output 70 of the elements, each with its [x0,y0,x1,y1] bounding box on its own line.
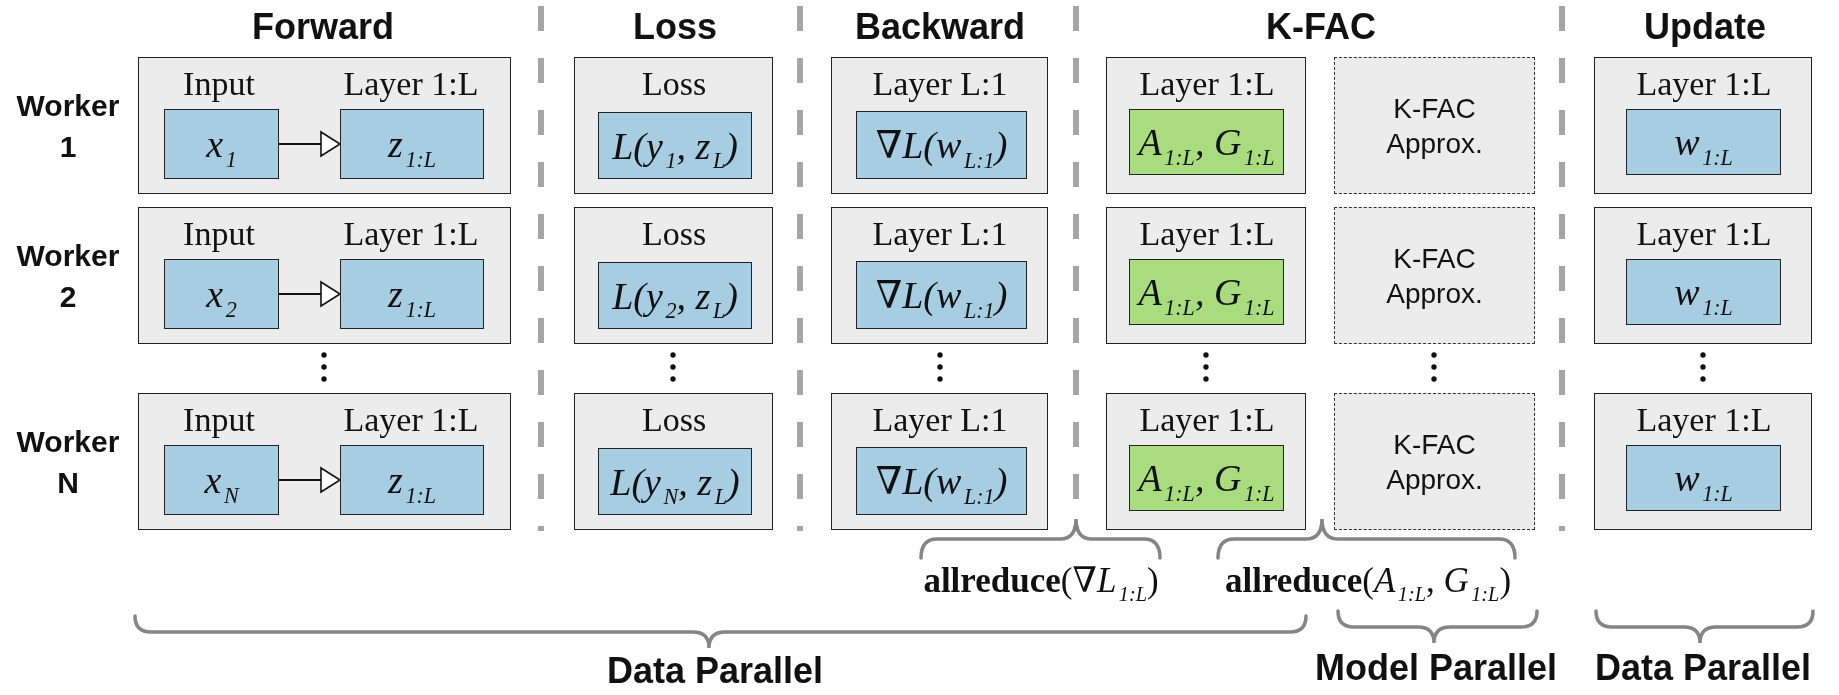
formula-box: w$_{1:L}$ [1626,259,1781,325]
panel-heading: Layer 1:L [1636,67,1772,101]
panel-heading: Layer 1:L [1139,217,1275,251]
panel-heading: Input [183,403,255,437]
panel-heading: Loss [641,67,707,101]
stage-panel [574,57,773,194]
panel-heading: Layer L:1 [872,67,1008,101]
panel-heading: Layer 1:L [1636,403,1772,437]
stage-panel [1594,57,1812,194]
formula-box: z$_{1:L}$ [340,445,484,515]
formula-box: A$_{1:L}$, G$_{1:L}$ [1129,259,1284,325]
panel-heading: Layer L:1 [872,217,1008,251]
stage-panel [138,207,511,344]
panel-heading: Layer 1:L [343,217,479,251]
stage-panel [574,207,773,344]
formula-box: w$_{1:L}$ [1626,109,1781,175]
formula-box: x$_{1}$ [164,109,279,179]
formula-box: ∇L(w$_{L:1}$) [856,111,1027,179]
panel-heading: Loss [641,403,707,437]
formula-box: z$_{1:L}$ [340,259,484,329]
formula-box: z$_{1:L}$ [340,109,484,179]
panel-heading: Loss [641,217,707,251]
stage-panel [831,393,1048,530]
worker-label: Worker 2 [16,238,120,315]
panel-heading: Layer 1:L [1139,403,1275,437]
panel-heading: Layer 1:L [343,403,479,437]
formula-box: x$_{2}$ [164,259,279,329]
arrow [278,131,341,157]
parallelism-label: Data Parallel [606,650,824,692]
operation-label: allreduce(∇L$_{1:L}$) [923,560,1159,602]
column-heading: Backward [854,6,1026,48]
arrow [278,467,341,493]
column-heading: Update [1644,6,1766,48]
formula-box: w$_{1:L}$ [1626,445,1781,511]
formula-box: L(y$_{2}$, z$_{L}$) [598,262,752,329]
panel-heading: Layer 1:L [1636,217,1772,251]
column-heading: Loss [633,6,717,48]
formula-box: L(y$_{1}$, z$_{L}$) [598,112,752,179]
stage-panel [1106,57,1306,194]
formula-box: ∇L(w$_{L:1}$) [856,261,1027,329]
arrow [278,281,341,307]
stage-panel [138,393,511,530]
approximation-box: K-FAC Approx. [1334,57,1535,194]
stage-panel [831,207,1048,344]
stage-panel [1594,207,1812,344]
worker-label: Worker 1 [16,88,120,165]
approximation-box: K-FAC Approx. [1334,207,1535,344]
formula-box: x$_{N}$ [164,445,279,515]
panel-heading: Layer L:1 [872,403,1008,437]
stage-panel [138,57,511,194]
panel-heading: Input [183,67,255,101]
approximation-box: K-FAC Approx. [1334,393,1535,530]
column-heading: K-FAC [1266,6,1376,48]
panel-heading: Input [183,217,255,251]
operation-label: allreduce(A$_{1:L}$, G$_{1:L}$) [1224,560,1512,602]
parallelism-label: Model Parallel [1314,647,1558,689]
formula-box: A$_{1:L}$, G$_{1:L}$ [1129,109,1284,175]
formula-box: ∇L(w$_{L:1}$) [856,447,1027,515]
panel-heading: Layer 1:L [1139,67,1275,101]
stage-panel [1106,393,1306,530]
panel-heading: Layer 1:L [343,67,479,101]
formula-box: A$_{1:L}$, G$_{1:L}$ [1129,445,1284,511]
stage-panel [1106,207,1306,344]
stage-panel [1594,393,1812,530]
parallelism-label: Data Parallel [1594,647,1812,689]
column-heading: Forward [252,6,394,48]
worker-label: Worker N [16,424,120,501]
stage-panel [831,57,1048,194]
stage-panel [574,393,773,530]
formula-box: L(y$_{N}$, z$_{L}$) [598,448,752,515]
